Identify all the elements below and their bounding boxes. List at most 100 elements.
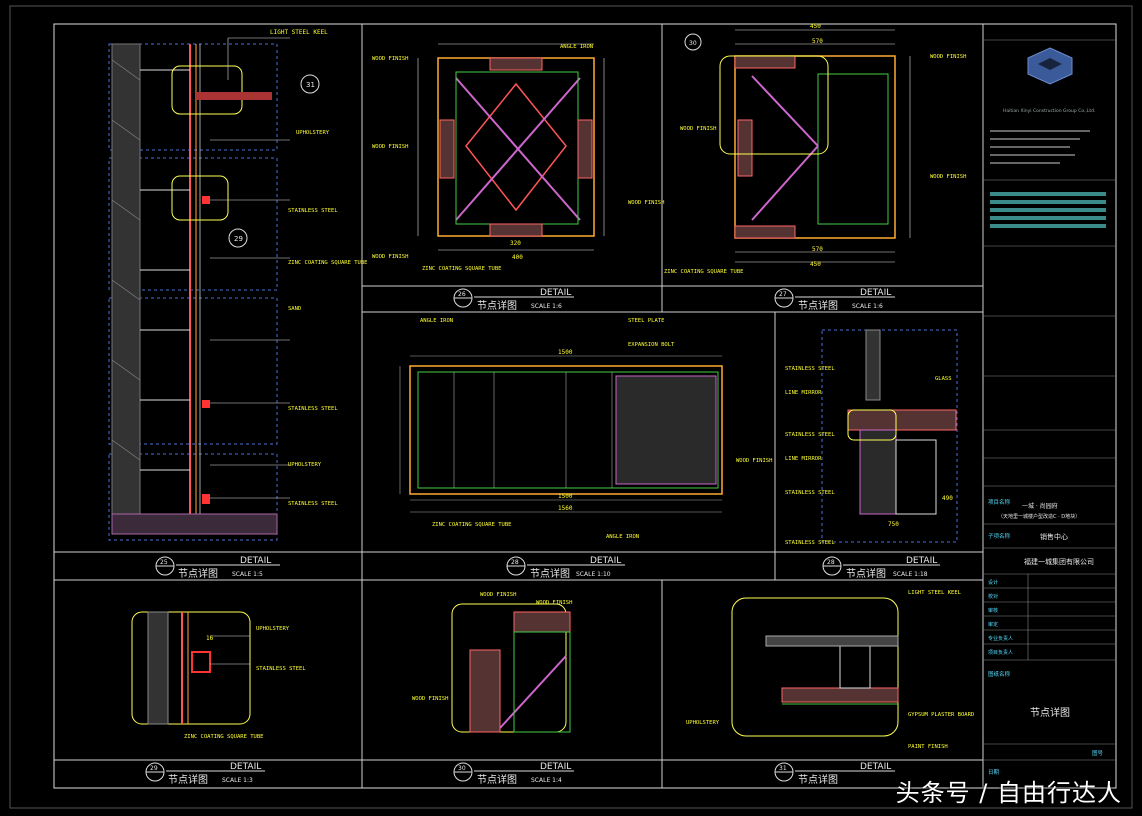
dim-1500-28b: 1500 xyxy=(558,493,573,500)
label-stainless-25a: STAINLESS STEEL xyxy=(288,208,338,214)
label-line-mirror-28b-a: LINE MIRROR xyxy=(785,390,822,396)
label-stainless-28b-d: STAINLESS STEEL xyxy=(785,540,835,546)
panel-28-scale: SCALE 1:10 xyxy=(576,571,611,578)
panel-25-title-cn: 节点详图 xyxy=(178,567,218,580)
role-project-lead: 项目负责人 xyxy=(988,649,1013,656)
detail-27-drawing xyxy=(684,29,911,263)
panel-25-scale: SCALE 1:5 xyxy=(232,571,263,578)
detail-28b-drawing xyxy=(821,329,958,543)
label-angle-iron-28b: ANGLE IRON xyxy=(606,534,639,540)
label-zinc-29: ZINC COATING SQUARE TUBE xyxy=(184,734,263,740)
panel-30-title-en: DETAIL xyxy=(540,762,571,772)
label-wood-26c: WOOD FINISH xyxy=(372,254,408,260)
label-paint-finish-31: PAINT FINISH xyxy=(908,744,948,750)
label-line-mirror-28b-b: LINE MIRROR xyxy=(785,456,822,462)
dim-570-27b: 570 xyxy=(812,246,823,253)
label-stainless-29: STAINLESS STEEL xyxy=(256,666,306,672)
company-en: Haitian Xinyi Construction Group Co.,Ltd… xyxy=(1003,108,1095,114)
panel-29-scale: SCALE 1:3 xyxy=(222,777,253,784)
label-zinc-25: ZINC COATING SQUARE TUBE xyxy=(288,260,367,266)
label-wood-26b: WOOD FINISH xyxy=(372,144,408,150)
panel-31-title-cn: 节点详图 xyxy=(798,773,838,786)
callout-30: 30 xyxy=(689,40,697,47)
detail-29-drawing xyxy=(131,611,251,725)
label-upholstery-25b: UPHOLSTERY xyxy=(288,462,322,468)
sub-project: 销售中心 xyxy=(1040,532,1068,541)
project-label: 项目名称 xyxy=(988,498,1011,506)
role-design: 设计 xyxy=(988,579,998,586)
label-stainless-25c: STAINLESS STEEL xyxy=(288,501,338,507)
panel-30-scale: SCALE 1:4 xyxy=(531,777,562,784)
panel-29-title-en: DETAIL xyxy=(230,762,261,772)
label-zinc-28: ZINC COATING SQUARE TUBE xyxy=(432,522,511,528)
panel-25-number: 25 xyxy=(160,559,168,566)
panel-30-title-cn: 节点详图 xyxy=(477,773,517,786)
owner-name: 福建一城集团有限公司 xyxy=(1024,557,1094,566)
detail-26-drawing xyxy=(417,43,605,251)
role-review: 审核 xyxy=(988,607,998,614)
label-upholstery-29: UPHOLSTERY xyxy=(256,626,290,632)
dim-400-26: 400 xyxy=(512,254,523,261)
drawing-title: 节点详图 xyxy=(1030,706,1070,719)
label-stainless-28b-c: STAINLESS STEEL xyxy=(785,490,835,496)
label-light-steel-keel-31: LIGHT STEEL KEEL xyxy=(908,590,962,596)
panel-titles xyxy=(145,288,940,782)
watermark-text: 头条号 / 自由行达人 xyxy=(895,779,1122,807)
panel-28b-scale: SCALE 1:18 xyxy=(893,571,928,578)
panel-28-title-cn: 节点详图 xyxy=(530,567,570,580)
label-angle-iron-28a: ANGLE IRON xyxy=(420,318,453,324)
label-gypsum-31: GYPSUM PLASTER BOARD xyxy=(908,712,974,718)
label-stainless-28b-b: STAINLESS STEEL xyxy=(785,432,835,438)
label-wood-26a: WOOD FINISH xyxy=(372,56,408,62)
title-block xyxy=(983,39,1116,761)
dim-1560-28: 1560 xyxy=(558,505,573,512)
drawing-title-label: 图纸名称 xyxy=(988,670,1011,678)
panel-27-title-cn: 节点详图 xyxy=(798,299,838,312)
drawing-frame xyxy=(53,23,1117,789)
panel-25-title-en: DETAIL xyxy=(240,556,271,566)
dim-490-28b: 490 xyxy=(942,495,953,502)
label-zinc-26: ZINC COATING SQUARE TUBE xyxy=(422,266,501,272)
callout-29: 29 xyxy=(234,235,243,243)
label-angle-iron-26: ANGLE IRON xyxy=(560,44,593,50)
label-zinc-27: ZINC COATING SQUARE TUBE xyxy=(664,269,743,275)
sub-project-label: 子项名称 xyxy=(988,532,1011,540)
role-check: 校对 xyxy=(988,593,998,600)
label-wood-26d: WOOD FINISH xyxy=(628,200,664,206)
panel-28-title-en: DETAIL xyxy=(590,556,621,566)
dim-16-29: 16 xyxy=(206,635,214,642)
panel-26-scale: SCALE 1:6 xyxy=(531,303,562,310)
label-upholstery-31: UPHOLSTERY xyxy=(686,720,720,726)
panel-30-number: 30 xyxy=(458,765,466,772)
label-wood-30b: WOOD FINISH xyxy=(412,696,448,702)
label-wood-30a: WOOD FINISH xyxy=(480,592,516,598)
label-wood-28: WOOD FINISH xyxy=(736,458,772,464)
company-logo xyxy=(1027,47,1073,85)
dim-320-26: 320 xyxy=(510,240,521,247)
label-glass-28b: GLASS xyxy=(935,376,952,382)
role-discipline-lead: 专业负责人 xyxy=(988,635,1013,642)
label-stainless-25b: STAINLESS STEEL xyxy=(288,406,338,412)
sheet-label: 图号 xyxy=(1092,749,1104,757)
label-wood-27a: WOOD FINISH xyxy=(680,126,716,132)
detail-25-drawing xyxy=(108,37,320,541)
panel-31-title-en: DETAIL xyxy=(860,762,891,772)
panel-29-number: 29 xyxy=(150,765,158,772)
date-label: 日期 xyxy=(988,769,1000,776)
label-expansion-bolt-28: EXPANSION BOLT xyxy=(628,342,675,348)
label-stainless-28b-a: STAINLESS STEEL xyxy=(785,366,835,372)
panel-29-title-cn: 节点详图 xyxy=(168,773,208,786)
dim-750-28b: 750 xyxy=(888,521,899,528)
label-light-steel-keel-25: LIGHT STEEL KEEL xyxy=(270,29,328,36)
panel-31-number: 31 xyxy=(779,765,787,772)
dim-450-27a: 450 xyxy=(810,23,821,30)
project-name: 一城 · 尚园府 xyxy=(1022,502,1058,510)
panel-26-title-cn: 节点详图 xyxy=(477,299,517,312)
sheet-border xyxy=(9,5,1133,809)
label-wood-27c: WOOD FINISH xyxy=(930,54,966,60)
label-wood-30c: WOOD FINISH xyxy=(536,600,572,606)
project-sub: （天地里一城楼户型改造C · D地块） xyxy=(998,513,1080,520)
label-upholstery-25: UPHOLSTERY xyxy=(296,130,330,136)
panel-grid xyxy=(54,24,984,788)
